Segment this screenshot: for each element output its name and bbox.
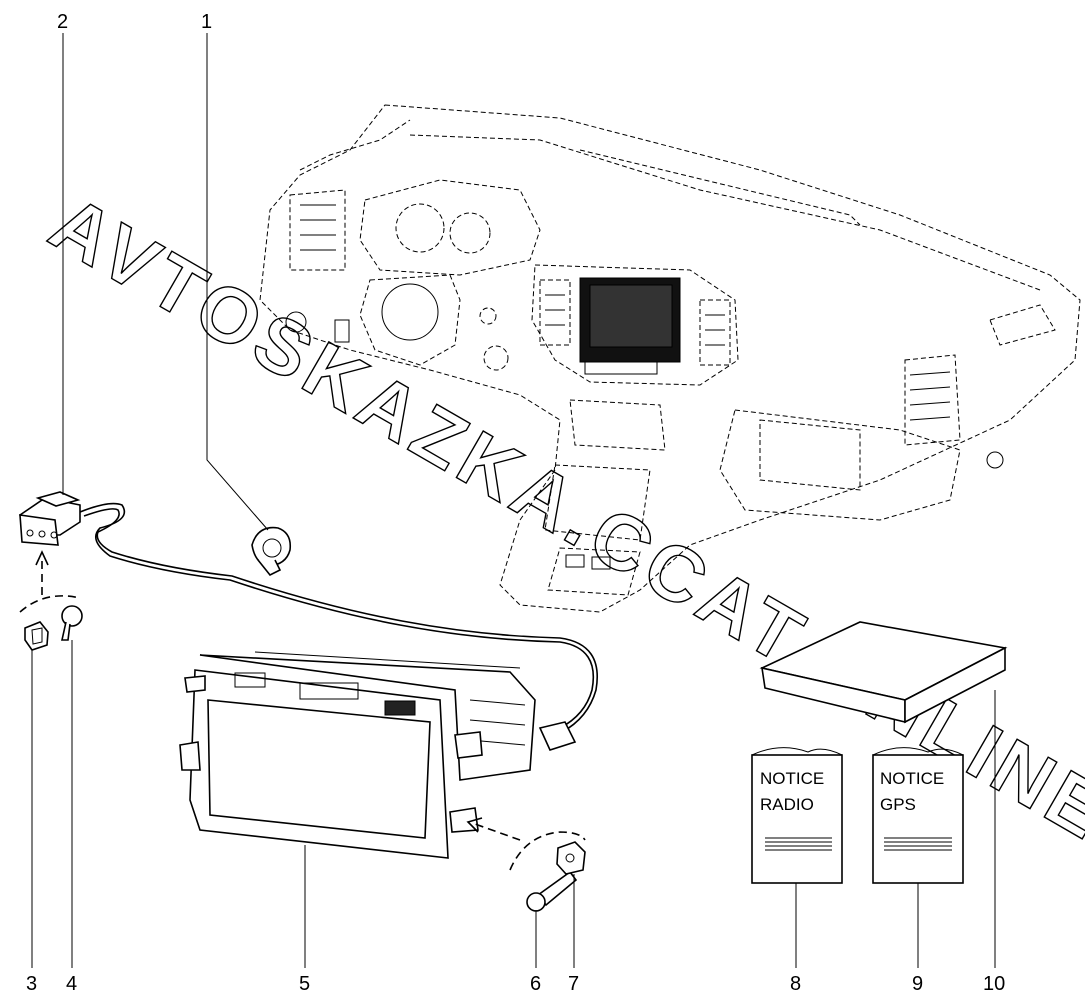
callout-8: 8 xyxy=(790,973,801,995)
notice-gps-subtitle: GPS xyxy=(880,795,916,814)
antenna-cable xyxy=(79,502,598,751)
callout-5: 5 xyxy=(299,973,310,995)
dashboard-outline xyxy=(259,104,1081,613)
part-6-screw xyxy=(526,870,578,912)
notice-gps-title: NOTICE xyxy=(880,769,944,788)
callout-3: 3 xyxy=(26,973,37,995)
fix-arc-right xyxy=(509,831,586,871)
callout-7: 7 xyxy=(568,973,579,995)
part-9-notice-gps: NOTICE GPS xyxy=(872,747,964,884)
part-8-notice-radio: NOTICE RADIO xyxy=(751,747,843,884)
callout-4: 4 xyxy=(66,973,77,995)
fix-arrow-right xyxy=(474,823,521,841)
part-10-box xyxy=(759,621,1008,724)
notice-radio-subtitle: RADIO xyxy=(760,795,814,814)
callout-2: 2 xyxy=(57,11,68,33)
callout-10: 10 xyxy=(983,973,1005,995)
fix-arrow-left-head xyxy=(35,550,49,566)
fix-arc-left xyxy=(19,595,81,613)
part-3-clip xyxy=(24,621,49,651)
callout-6: 6 xyxy=(530,973,541,995)
callout-9: 9 xyxy=(912,973,923,995)
notice-radio-title: NOTICE xyxy=(760,769,824,788)
fix-arrow-right-head xyxy=(466,817,483,833)
leader-lines xyxy=(31,33,996,968)
part-1-connector xyxy=(251,526,292,577)
part-7-nut xyxy=(556,841,586,875)
part-2-gps-antenna xyxy=(19,491,81,546)
callout-1: 1 xyxy=(201,11,212,33)
part-5-radio-unit xyxy=(179,651,536,859)
part-4-screw xyxy=(61,605,83,641)
